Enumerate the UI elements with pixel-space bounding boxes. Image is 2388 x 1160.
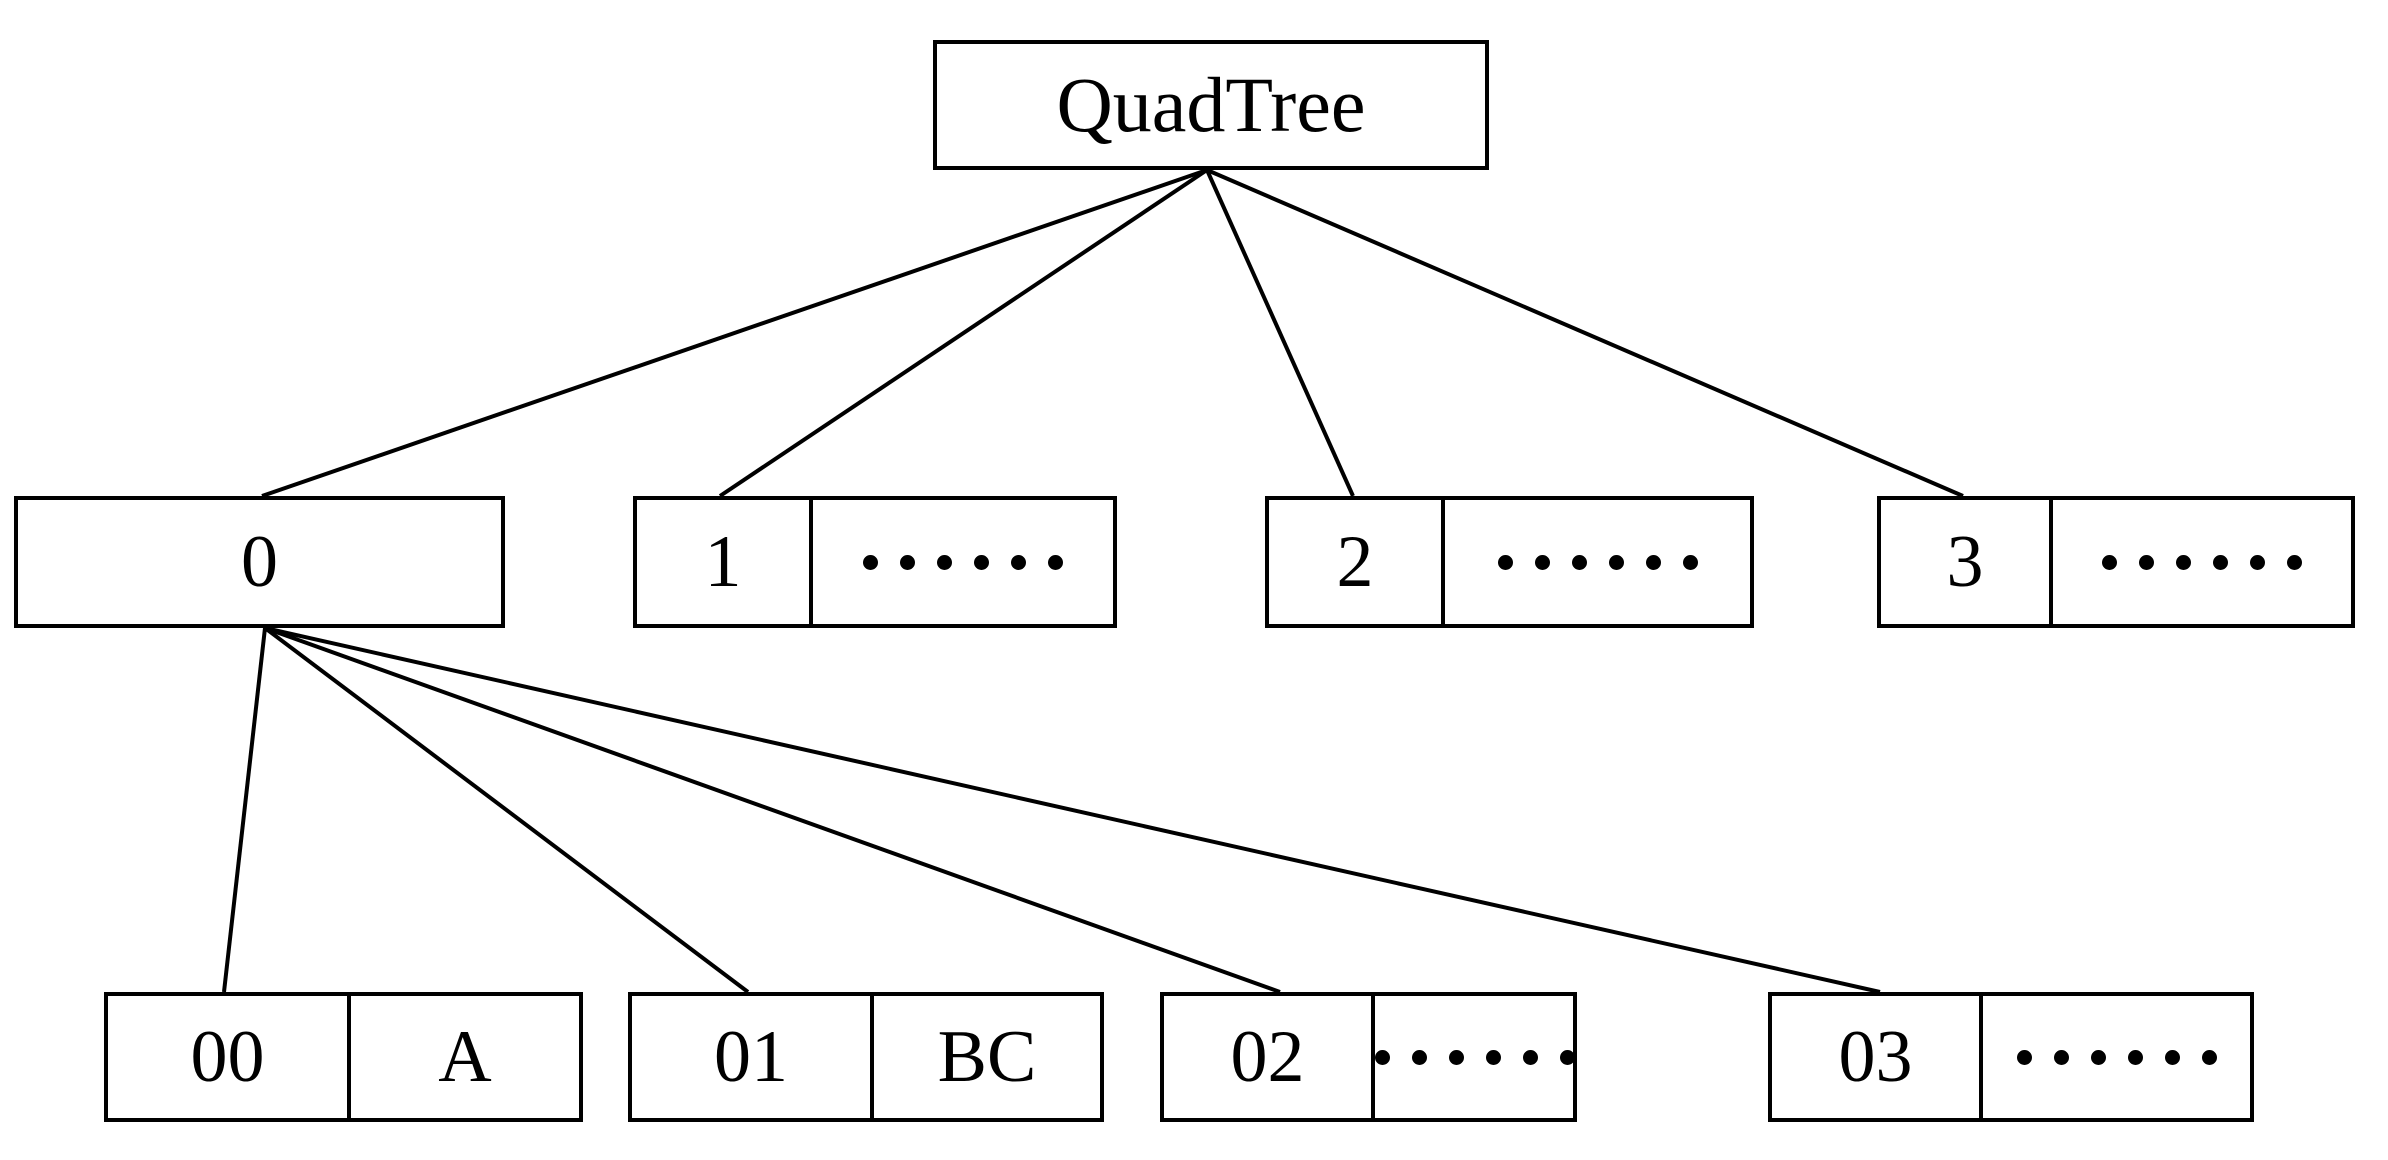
node-00[interactable]: 00 A [104,992,583,1122]
ellipsis-dots-icon [2016,1049,2217,1065]
node-0-key: 0 [241,521,278,603]
edge-node0-to-02 [264,626,1281,994]
node-02[interactable]: 02 [1160,992,1577,1122]
edge-node0-to-01 [263,626,750,994]
node-03-key: 03 [1838,1016,1913,1098]
ellipsis-dots-icon [863,554,1063,570]
edge-node0-to-00 [222,627,267,993]
node-3-key: 3 [1946,521,1984,603]
node-2[interactable]: 2 [1265,496,1754,628]
node-2-value [1441,500,1750,624]
node-00-value: A [347,996,579,1118]
edges-from-root [261,168,1964,498]
node-01-key: 01 [714,1016,788,1098]
node-00-key: 00 [190,1016,265,1098]
edge-node0-to-03 [264,626,1881,994]
ellipsis-dots-icon [2102,554,2302,570]
node-root[interactable]: QuadTree [933,40,1489,170]
node-3[interactable]: 3 [1877,496,2355,628]
edge-root-to-3 [1206,168,1964,498]
node-0[interactable]: 0 [14,496,505,628]
node-1-value [809,500,1113,624]
node-1-key: 1 [704,521,742,603]
edges-from-node-0 [222,626,1881,994]
edge-root-to-0 [261,168,1208,498]
ellipsis-dots-icon [1375,1049,1575,1065]
node-03-value [1979,996,2250,1118]
node-3-value [2049,500,2351,624]
node-01-value: BC [870,996,1100,1118]
node-02-key: 02 [1230,1016,1305,1098]
edge-root-to-2 [1205,169,1355,497]
node-1[interactable]: 1 [633,496,1117,628]
ellipsis-dots-icon [1497,554,1698,570]
node-03[interactable]: 03 [1768,992,2254,1122]
node-2-key: 2 [1336,521,1374,603]
node-root-label: QuadTree [1056,61,1366,148]
edge-root-to-1 [718,168,1209,498]
node-02-value [1371,996,1575,1118]
node-01[interactable]: 01 BC [628,992,1104,1122]
